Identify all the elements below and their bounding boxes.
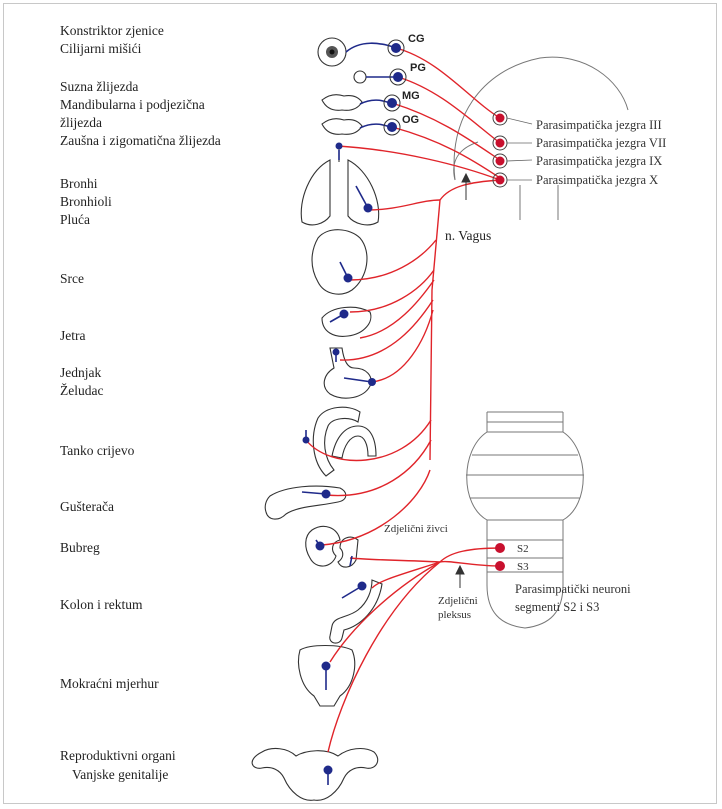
- label-liver: Jetra: [60, 328, 85, 343]
- label-stomach-2: Želudac: [60, 383, 103, 398]
- label-lungs-3: Pluća: [60, 212, 90, 227]
- label-eye-2: Cilijarni mišići: [60, 41, 142, 56]
- label-pancreas: Gušterača: [60, 499, 114, 514]
- label-nucleus-x: Parasimpatička jezgra X: [536, 173, 658, 187]
- organ-stomach: [324, 348, 371, 398]
- organ-salivary: [322, 95, 362, 135]
- organ-lungs: [301, 145, 378, 225]
- label-sacral-2: segmenti S2 i S3: [515, 600, 599, 614]
- label-repro-1: Reproduktivni organi: [60, 748, 176, 763]
- label-bladder: Mokraćni mjerhur: [60, 676, 159, 691]
- label-pg: PG: [410, 62, 426, 74]
- label-repro-2: Vanjske genitalije: [72, 767, 168, 782]
- label-mg: MG: [402, 90, 420, 102]
- label-eye-1: Konstriktor zjenice: [60, 23, 164, 38]
- label-s2: S2: [517, 543, 529, 555]
- label-pelvic-plexus-1: Zdjelični: [438, 595, 478, 607]
- label-parotid: Zaušna i zigomatična žlijezda: [60, 133, 221, 148]
- label-cg: CG: [408, 33, 425, 45]
- organ-reproductive: [252, 749, 378, 801]
- organ-small-intestine: [313, 407, 376, 476]
- label-s3: S3: [517, 561, 529, 573]
- label-stomach-1: Jednjak: [60, 365, 101, 380]
- label-kidney: Bubreg: [60, 540, 100, 555]
- organ-lacrimal: [354, 71, 366, 83]
- label-nucleus-iii: Parasimpatička jezgra III: [536, 118, 662, 132]
- label-heart: Srce: [60, 271, 84, 286]
- organ-pancreas: [265, 486, 346, 519]
- organ-heart: [312, 230, 367, 294]
- nuclei: [493, 111, 532, 187]
- nucleus-labels: Parasimpatička jezgra III Parasimpatička…: [536, 118, 666, 187]
- label-intestine: Tanko crijevo: [60, 443, 135, 458]
- label-lungs-2: Bronhioli: [60, 194, 112, 209]
- label-lungs-1: Bronhi: [60, 176, 98, 191]
- label-og: OG: [402, 114, 419, 126]
- label-pelvic-plexus-2: pleksus: [438, 609, 471, 621]
- label-pelvic-nerves: Zdjelični živci: [384, 523, 448, 535]
- organ-labels: Konstriktor zjenice Cilijarni mišići Suz…: [60, 23, 221, 782]
- label-nucleus-vii: Parasimpatička jezgra VII: [536, 136, 666, 150]
- organ-kidney: [306, 526, 358, 567]
- label-colon: Kolon i rektum: [60, 597, 143, 612]
- label-lacrimal: Suzna žlijezda: [60, 79, 138, 94]
- organ-eye: [318, 38, 346, 66]
- label-sacral-1: Parasimpatički neuroni: [515, 582, 631, 596]
- label-vagus: n. Vagus: [445, 228, 491, 243]
- label-salivary-1: Mandibularna i podjezična: [60, 97, 205, 112]
- sacral-nuclei: [495, 543, 505, 571]
- label-salivary-2: žlijezda: [60, 115, 102, 130]
- label-nucleus-ix: Parasimpatička jezgra IX: [536, 154, 662, 168]
